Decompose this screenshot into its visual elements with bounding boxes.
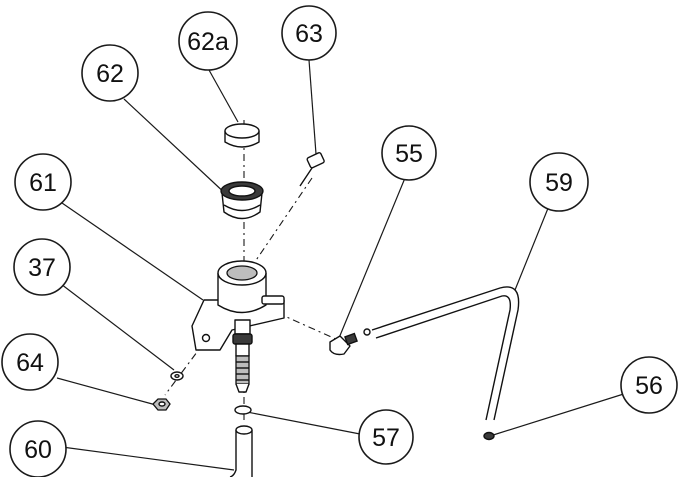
- callout-59-label: 59: [545, 169, 573, 197]
- o-ring-57: [234, 405, 252, 415]
- callout-61-label: 61: [29, 169, 57, 197]
- callout-56-label: 56: [635, 372, 663, 400]
- leader-61: [61, 202, 204, 301]
- callout-60-label: 60: [24, 436, 52, 464]
- leader-57: [246, 411, 361, 435]
- callout-57-label: 57: [372, 424, 400, 452]
- nut-64: [152, 398, 171, 411]
- callout-64: 64: [1, 333, 59, 391]
- reservoir-61: [191, 260, 285, 393]
- leader-63: [308, 59, 317, 155]
- leader-55: [338, 177, 406, 339]
- elbow-fitting-55: [329, 328, 371, 356]
- callout-62a: 62a: [178, 11, 238, 71]
- callout-63-label: 63: [295, 20, 323, 48]
- callout-37: 37: [13, 238, 71, 296]
- callout-60: 60: [9, 420, 67, 477]
- callout-55: 55: [381, 125, 437, 181]
- leader-62a: [208, 69, 239, 123]
- callout-56: 56: [620, 356, 678, 414]
- callout-62: 62: [81, 44, 139, 102]
- leader-60: [61, 446, 235, 471]
- reservoir-cap-62: [220, 181, 264, 220]
- leader-lines: [56, 59, 631, 471]
- washer-37: [170, 371, 184, 381]
- cap-62a: [224, 123, 260, 148]
- callout-57: 57: [358, 409, 414, 465]
- leader-62: [123, 98, 229, 197]
- callout-59: 59: [529, 152, 589, 212]
- callout-63: 63: [281, 5, 337, 61]
- callout-55-label: 55: [395, 140, 423, 168]
- callout-62-label: 62: [96, 60, 124, 88]
- callout-61: 61: [14, 153, 72, 211]
- hose-end-56: [483, 431, 495, 441]
- leader-37: [56, 280, 175, 371]
- callout-64-label: 64: [16, 349, 44, 377]
- callout-37-label: 37: [28, 254, 56, 282]
- callout-62a-label: 62a: [187, 28, 229, 56]
- leader-64: [56, 377, 157, 406]
- screw-63: [299, 152, 325, 187]
- hose-59: [371, 286, 520, 421]
- leader-56: [489, 391, 631, 437]
